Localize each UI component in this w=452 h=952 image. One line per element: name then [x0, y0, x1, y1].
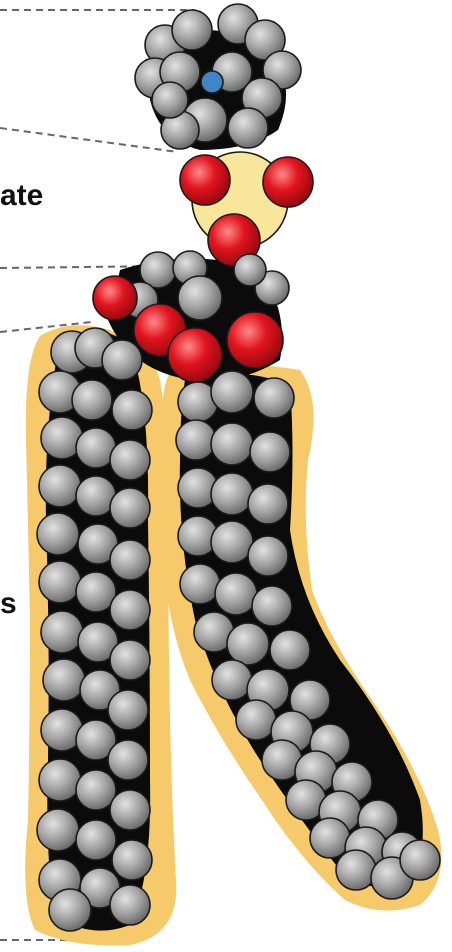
hydrogen-atom: [180, 564, 220, 604]
leader-line-phosphate: [0, 128, 178, 152]
hydrogen-atom: [39, 759, 81, 801]
hydrogen-atom: [176, 420, 216, 460]
oxygen-atom: [180, 155, 230, 205]
hydrogen-atom: [41, 611, 83, 653]
hydrogen-atom: [178, 276, 222, 320]
hydrogen-atom: [110, 885, 150, 925]
hydrogen-atom: [228, 108, 268, 148]
hydrogen-atom: [39, 561, 81, 603]
fatty-acid-tails-label-fragment: s: [0, 589, 17, 619]
phosphate-label-fragment: ate: [0, 181, 43, 211]
hydrogen-atom: [236, 700, 276, 740]
hydrogen-atom: [43, 659, 85, 701]
hydrogen-atom: [248, 484, 288, 524]
hydrogen-atom: [248, 536, 288, 576]
hydrogen-atom: [102, 340, 142, 380]
hydrogen-atom: [336, 850, 376, 890]
hydrogen-atom: [211, 473, 253, 515]
hydrogen-atom: [39, 465, 81, 507]
hydrogen-atom: [172, 10, 212, 50]
hydrogen-atom: [152, 82, 188, 118]
hydrogen-atom: [250, 432, 290, 472]
hydrogen-atom: [254, 378, 294, 418]
hydrogen-atom: [37, 809, 79, 851]
hydrogen-atom: [110, 488, 150, 528]
hydrogen-atom: [211, 371, 253, 413]
hydrogen-atom: [72, 380, 112, 420]
hydrogen-atom: [110, 540, 150, 580]
hydrogen-atom: [112, 840, 152, 880]
hydrogen-atom: [76, 820, 116, 860]
hydrogen-atom: [252, 586, 292, 626]
nitrogen-atom: [201, 71, 223, 93]
hydrogen-atom: [110, 790, 150, 830]
hydrogen-atom: [211, 521, 253, 563]
hydrogen-atom: [310, 818, 350, 858]
hydrogen-atom: [211, 423, 253, 465]
hydrogen-atom: [215, 573, 257, 615]
hydrogen-atom: [110, 590, 150, 630]
hydrogen-atom: [400, 840, 440, 880]
hydrogen-atom: [110, 440, 150, 480]
oxygen-atom: [227, 312, 283, 368]
hydrogen-atom: [227, 623, 269, 665]
hydrogen-atom: [108, 740, 148, 780]
hydrogen-atom: [212, 660, 252, 700]
hydrogen-atom: [76, 770, 116, 810]
hydrogen-atom: [37, 513, 79, 555]
atom-spheres: [37, 4, 440, 931]
oxygen-atom: [168, 328, 222, 382]
oxygen-atom: [263, 157, 313, 207]
hydrogen-atom: [270, 630, 310, 670]
hydrogen-atom: [49, 889, 91, 931]
oxygen-atom: [93, 276, 137, 320]
hydrogen-atom: [108, 690, 148, 730]
hydrogen-atom: [112, 390, 152, 430]
hydrogen-atom: [110, 640, 150, 680]
hydrogen-atom: [234, 254, 266, 286]
